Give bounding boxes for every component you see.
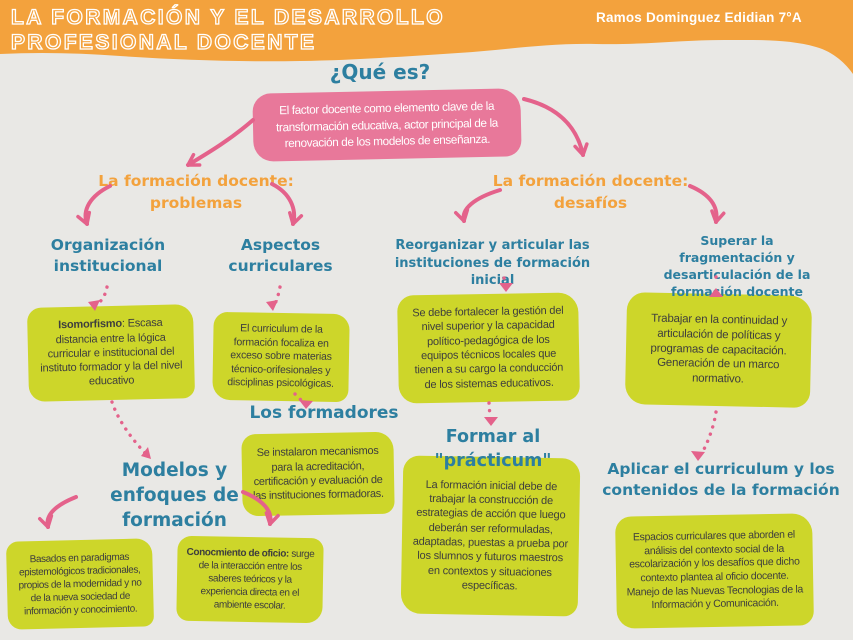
header-band: LA FORMACIÓN Y EL DESARROLLO PROFESIONAL… <box>0 0 853 74</box>
branch-desafios-title: La formación docente: desafíos <box>492 172 689 212</box>
note-isomorfismo: Isomorfismo: Escasa distancia entre la l… <box>26 304 196 402</box>
note-curriculum-text: El curriculum de la formación focaliza e… <box>227 322 334 391</box>
node-practicum-title: Formar al "prácticum" <box>434 427 552 471</box>
note-continuidad-text: Trabajar en la continuidad y articulació… <box>650 312 788 386</box>
node-aspectos-title: Aspectos curriculares <box>228 236 333 275</box>
dotted-aspectos-to-note <box>273 285 282 306</box>
dotted-fortalecer-to-practicum <box>487 401 492 419</box>
author-name: Ramos Dominguez Edidian 7°A <box>596 10 802 25</box>
question-heading: ¿Qué es? <box>329 60 431 84</box>
node-reorganizar-title: Reorganizar y articular las institucione… <box>394 238 591 289</box>
note-paradigmas-text: Basados en paradigmas epistemológicos tr… <box>18 551 142 617</box>
note-espacios-text1: Espacios curriculares que aborden el aná… <box>629 528 800 585</box>
dotted-organizacion-to-note <box>96 285 109 306</box>
note-isomorfismo-lead: Isomorfismo <box>58 317 123 332</box>
dotted-aspectos-arrowhead <box>266 300 278 311</box>
note-conocimiento-oficio: Conocmiento de oficio: surge de la inter… <box>176 535 324 624</box>
note-formacion-inicial-text: La formación inicial debe de trabajar la… <box>412 478 569 593</box>
note-paradigmas: Basados en paradigmas epistemológicos tr… <box>5 538 155 630</box>
dotted-modelos-arrowhead <box>141 447 151 459</box>
arrow-root-to-desafios <box>522 97 589 157</box>
note-fortalecer-text: Se debe fortalecer la gestión del nivel … <box>412 304 564 391</box>
note-continuidad: Trabajar en la continuidad y articulació… <box>624 292 813 408</box>
dotted-practicum-arrowhead <box>484 417 498 426</box>
dotted-isomorfismo-to-modelos <box>110 400 147 455</box>
node-aplicar-title: Aplicar el curriculum y los contenidos d… <box>602 460 840 499</box>
branch-problemas-title: La formación docente: problemas <box>98 172 294 212</box>
dotted-trabajar-to-aplicar <box>701 410 718 453</box>
note-fortalecer: Se debe fortalecer la gestión del nivel … <box>397 292 580 404</box>
node-superar-title: Superar la fragmentación y desarticulaci… <box>663 233 811 299</box>
page-title-line1: LA FORMACIÓN Y EL DESARROLLO <box>11 5 445 29</box>
arrow-root-to-problemas <box>186 118 255 167</box>
note-curriculum: El curriculum de la formación focaliza e… <box>212 311 350 403</box>
node-formadores-title: Los formadores <box>249 403 399 423</box>
note-formacion-inicial: La formación inicial debe de trabajar la… <box>400 455 581 617</box>
note-espacios: Espacios curriculares que aborden el aná… <box>615 513 814 629</box>
page-title-line2: PROFESIONAL DOCENTE <box>11 31 316 54</box>
header-wave-shape <box>0 0 853 74</box>
node-modelos-title: Modelos y enfoques de formación <box>110 460 239 531</box>
definition-box: El factor docente como elemento clave de… <box>252 88 522 162</box>
note-espacios-text2: Manejo de las Nuevas Tecnologias de la I… <box>626 583 804 612</box>
note-conocimiento-lead: Conocmiento de oficio: <box>186 546 289 560</box>
node-organizacion-title: Organización institucional <box>50 236 166 275</box>
